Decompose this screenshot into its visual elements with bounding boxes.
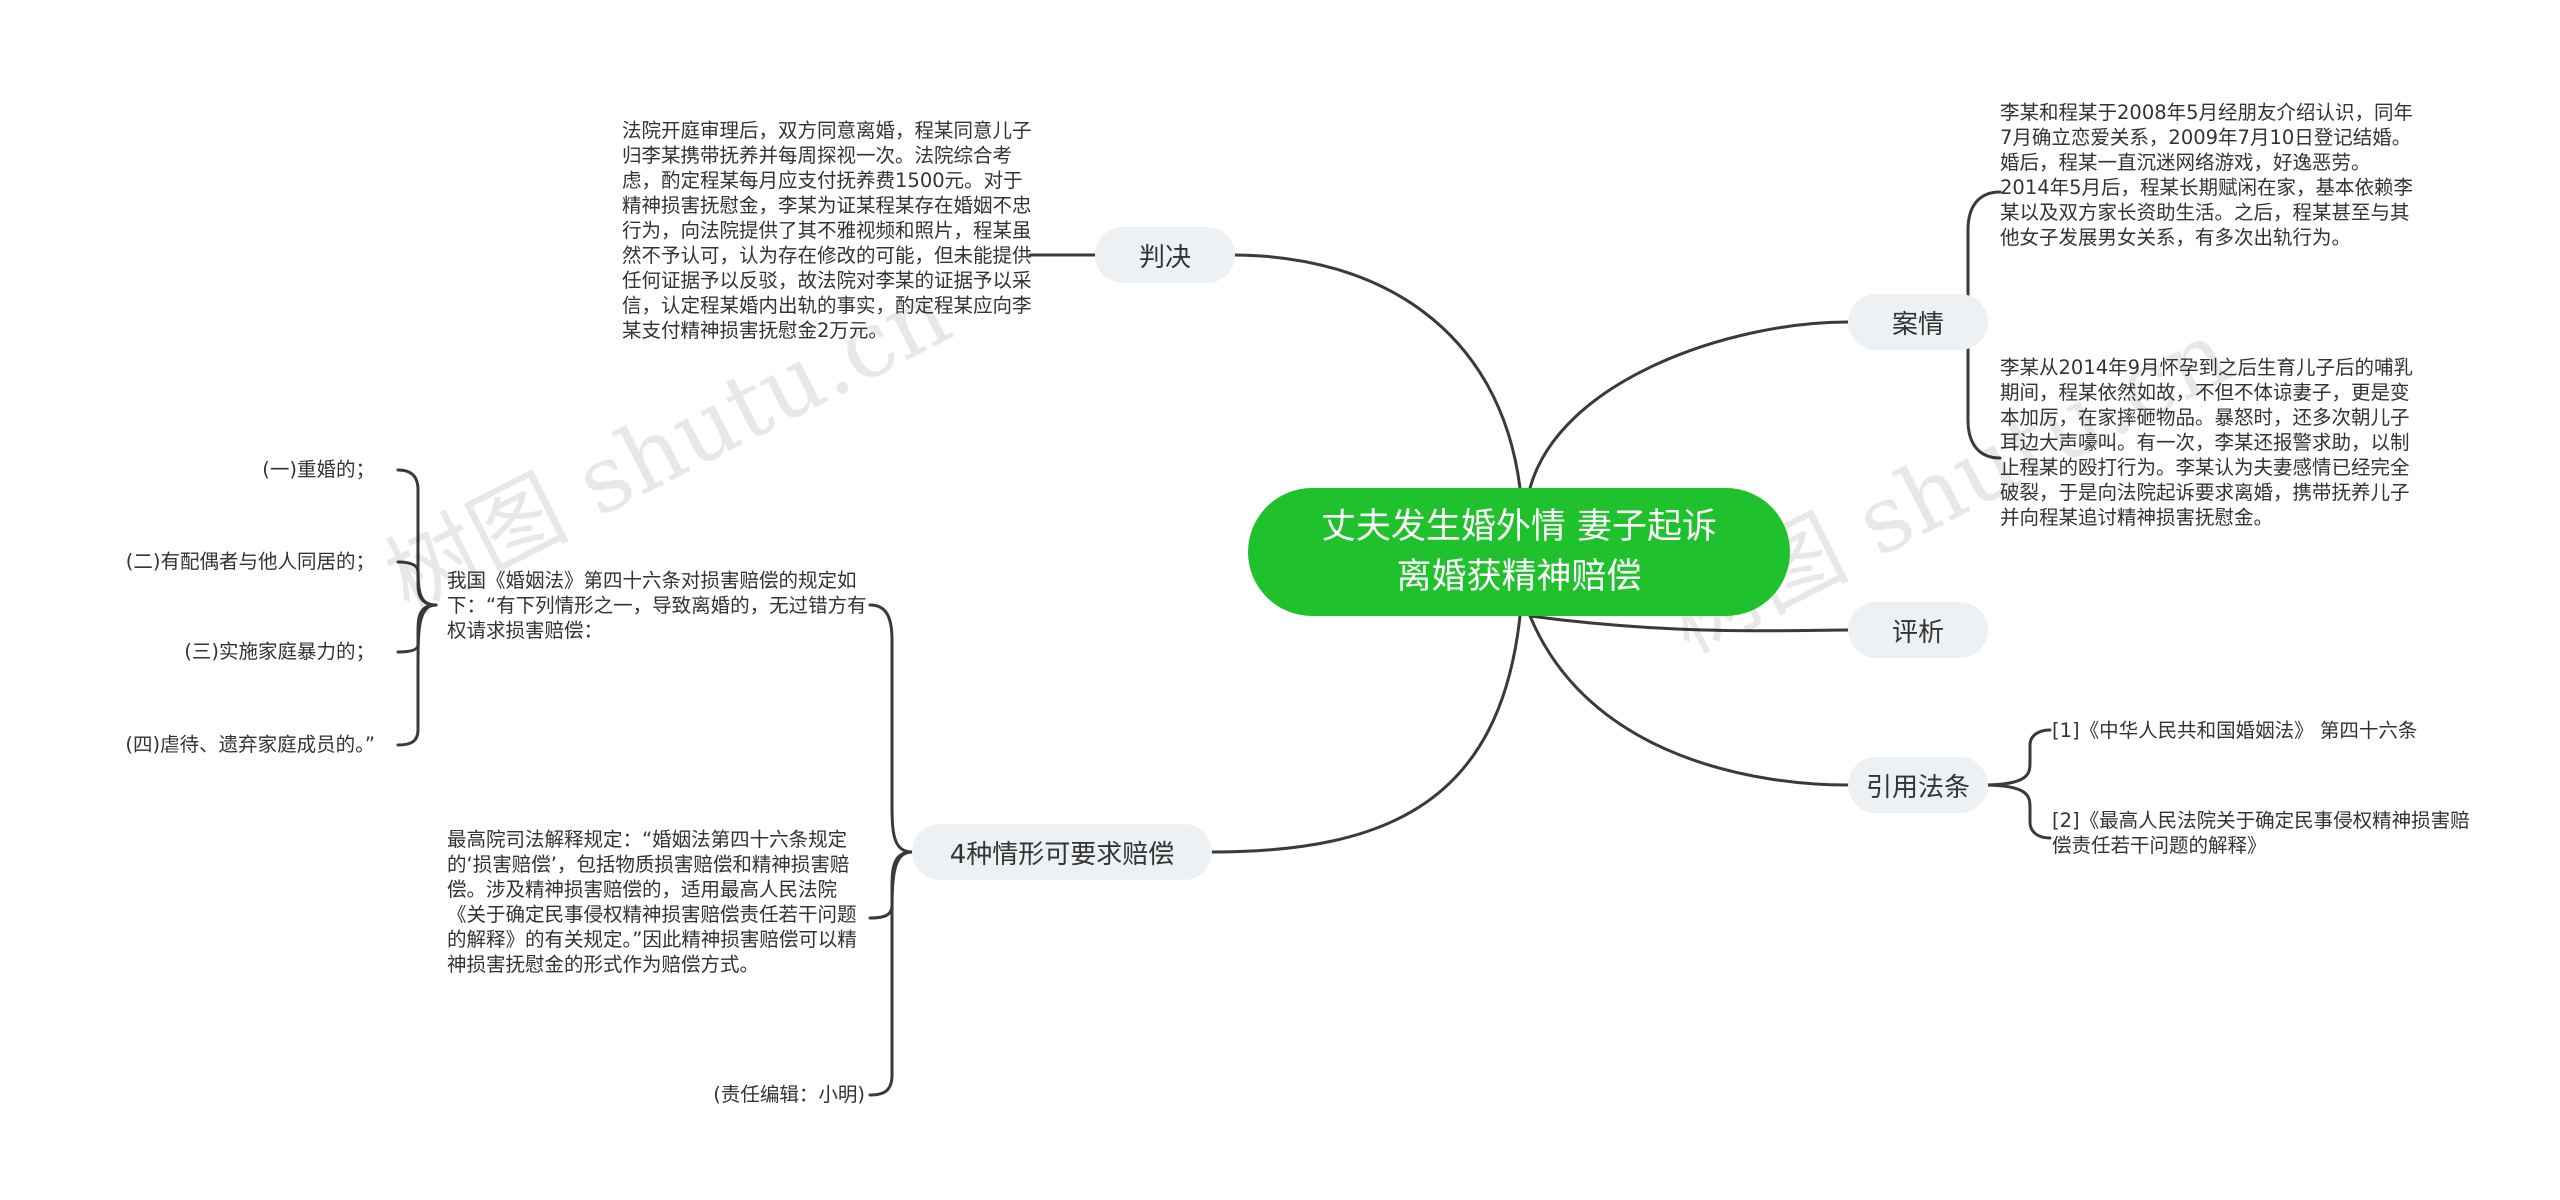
interpretation-text: 最高院司法解释规定：“婚姻法第四十六条规定的‘损害赔偿’，包括物质损害赔偿和精神… — [447, 828, 857, 976]
root-topic[interactable]: 丈夫发生婚外情 妻子起诉离婚获精神赔偿 — [1248, 488, 1790, 616]
connector-citation-bracket-upper — [1981, 728, 2052, 787]
connector-four-cases-bracket-lower — [868, 850, 914, 1097]
case-text-1: 李某和程某于2008年5月经朋友介绍认识，同年7月确立恋爱关系，2009年7月1… — [2000, 101, 2414, 249]
law-item-4: (四)虐待、遗弃家庭成员的。” — [125, 733, 375, 756]
law-item-1: (一)重婚的； — [262, 458, 375, 481]
branch-judgment-label: 判决 — [1138, 242, 1191, 273]
editor-credit: (责任编辑：小明) — [713, 1083, 865, 1106]
law-item-3: (三)实施家庭暴力的； — [184, 640, 375, 663]
branch-comment-label: 评析 — [1891, 617, 1944, 648]
branch-comment[interactable]: 评析 — [1848, 602, 1988, 658]
case-text-2: 李某从2014年9月怀孕到之后生育儿子后的哺乳期间，程某依然如故，不但不体谅妻子… — [2000, 356, 2414, 529]
connector-citation-bracket-lower — [1981, 783, 2052, 840]
connector-root-judgment — [1230, 253, 1522, 490]
judgment-text: 法院开庭审理后，双方同意离婚，程某同意儿子归李某携带抚养并每周探视一次。法院综合… — [622, 119, 1032, 342]
branch-case[interactable]: 案情 — [1848, 294, 1988, 350]
law-text: 我国《婚姻法》第四十六条对损害赔偿的规定如下：“有下列情形之一，导致离婚的，无过… — [447, 569, 867, 642]
connector-root-case — [1528, 320, 1850, 490]
branch-citation[interactable]: 引用法条 — [1848, 757, 1988, 813]
branch-four-cases-label: 4种情形可要求赔偿 — [949, 839, 1175, 870]
root-title: 丈夫发生婚外情 妻子起诉离婚获精神赔偿 — [1320, 507, 1718, 597]
branch-four-cases[interactable]: 4种情形可要求赔偿 — [912, 824, 1212, 880]
citation-1: [1]《中华人民共和国婚姻法》 第四十六条 — [2052, 719, 2418, 742]
connector-root-citation — [1528, 614, 1850, 787]
connector-root-comment — [1528, 614, 1850, 633]
connector-root-four-cases — [1210, 614, 1522, 854]
citation-2: [2]《最高人民法院关于确定民事侵权精神损害赔偿责任若干问题的解释》 — [2052, 809, 2470, 857]
branch-judgment[interactable]: 判决 — [1095, 227, 1235, 283]
connector-four-cases-bracket-upper — [868, 603, 914, 854]
branch-case-label: 案情 — [1891, 309, 1944, 340]
branch-citation-label: 引用法条 — [1865, 772, 1970, 803]
connector-items-bracket-4 — [396, 603, 438, 747]
connector-items-bracket-2 — [396, 560, 438, 607]
law-item-2: (二)有配偶者与他人同居的； — [125, 550, 375, 573]
